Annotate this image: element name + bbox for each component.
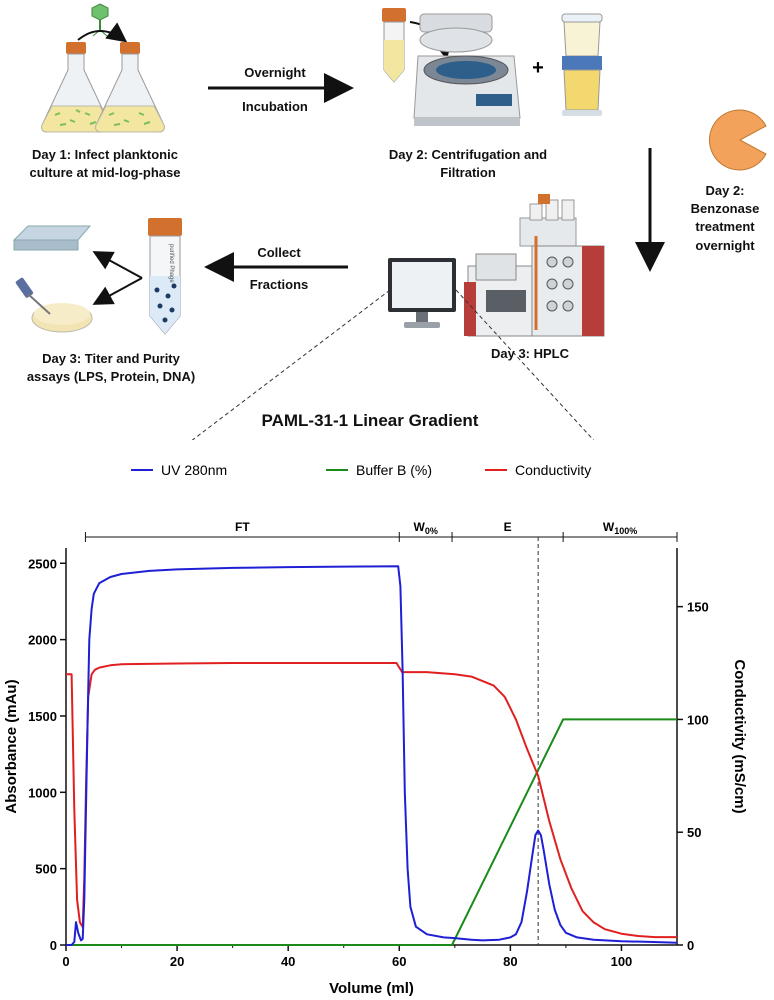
centrifuge-icon <box>413 13 521 126</box>
tube-icon <box>382 8 406 83</box>
phase-label: FT <box>235 520 250 534</box>
well-plate-icon <box>12 225 92 251</box>
day1-label: Day 1: Infect planktonic culture at mid-… <box>29 147 181 181</box>
x-axis-label: Volume (ml) <box>329 980 414 997</box>
petri-dish-icon <box>31 303 93 333</box>
collect-bottom-label: Fractions <box>249 277 309 292</box>
collect-top-label: Collect <box>257 245 301 260</box>
flask-icon <box>95 42 165 133</box>
hplc-label: Day 3: HPLC <box>490 346 570 361</box>
legend-label: Buffer B (%) <box>356 462 432 478</box>
plot-area <box>66 537 678 946</box>
x-tick-label: 40 <box>281 954 295 969</box>
benzonase-label: Day 2: Benzonase treatment overnight <box>690 183 760 253</box>
benzonase-icon <box>709 109 767 171</box>
x-tick-label: 20 <box>170 954 184 969</box>
y2-tick-label: 150 <box>687 600 709 615</box>
hplc-icon <box>464 194 605 337</box>
day2-label: Day 2: Centrifugation and Filtration <box>388 147 548 181</box>
y2-tick-label: 50 <box>687 825 701 840</box>
y-tick-label: 2000 <box>28 633 57 648</box>
zoom-line <box>191 289 391 440</box>
chart-legend: UV 280nm Buffer B (%) Conductivity <box>131 462 591 478</box>
phase-label: W100% <box>603 520 637 536</box>
phase-bar: FT W0% E W100% <box>84 520 678 542</box>
plus-sign: + <box>532 57 544 79</box>
purified-phage-tube-icon: purified Phage <box>148 218 182 335</box>
zoom-line <box>455 289 595 440</box>
filter-unit-icon <box>561 13 603 116</box>
incubation-top-label: Overnight <box>244 65 306 80</box>
infect-arrow-icon <box>77 22 128 43</box>
workflow-illustration: + <box>12 3 767 440</box>
y-tick-label: 500 <box>35 862 57 877</box>
y2-tick-label: 100 <box>687 712 709 727</box>
x-tick-label: 60 <box>392 954 406 969</box>
legend-label: UV 280nm <box>161 462 227 478</box>
branch-arrow-icon <box>92 277 143 305</box>
tube-text: purified Phage <box>168 244 174 283</box>
y-tick-label: 0 <box>50 938 57 953</box>
legend-label: Conductivity <box>515 462 591 478</box>
phase-label: W0% <box>413 520 437 536</box>
y-tick-label: 1000 <box>28 785 57 800</box>
chart-title: PAML-31-1 Linear Gradient <box>261 411 479 430</box>
y-tick-label: 2500 <box>28 556 57 571</box>
incubation-bottom-label: Incubation <box>242 99 308 114</box>
day3-label: Day 3: Titer and Purity assays (LPS, Pro… <box>26 351 196 385</box>
x-tick-label: 80 <box>503 954 517 969</box>
pipette-icon <box>15 277 51 315</box>
series-line <box>66 718 677 946</box>
series-line <box>66 565 678 946</box>
phase-label-subscript: 0% <box>425 526 438 536</box>
series-line <box>66 662 677 939</box>
y-axis-label: Absorbance (mAu) <box>3 679 20 813</box>
x-tick-label: 0 <box>62 954 69 969</box>
y-tick-label: 1500 <box>28 709 57 724</box>
monitor-icon <box>388 258 456 328</box>
y2-axis-label: Conductivity (mS/cm) <box>731 659 748 813</box>
x-tick-label: 100 <box>611 954 633 969</box>
phase-label-subscript: 100% <box>614 526 637 536</box>
y2-tick-label: 0 <box>687 938 694 953</box>
phase-label: E <box>504 520 512 534</box>
branch-arrow-icon <box>92 251 143 279</box>
